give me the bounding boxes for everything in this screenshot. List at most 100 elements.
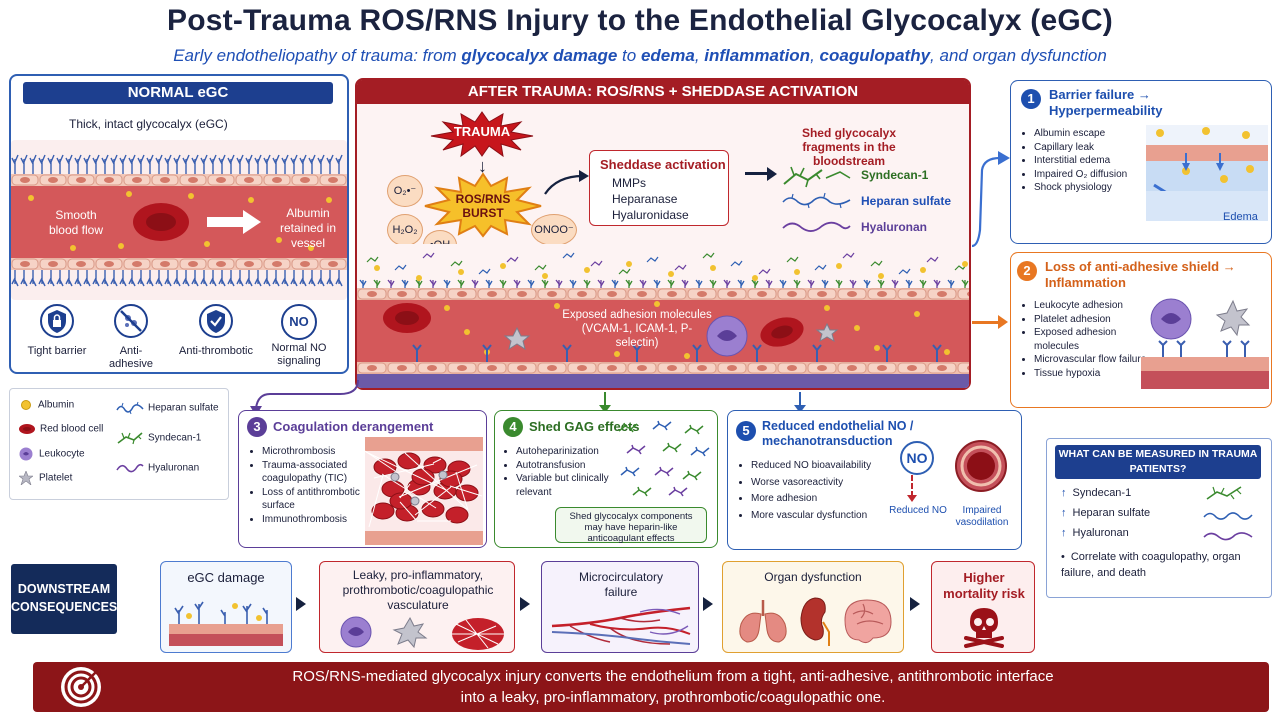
- normal-feature-3: NO Normal NO signaling: [261, 304, 337, 368]
- no-list: Reduced NO bioavailabilityWorse vasoreac…: [740, 459, 901, 522]
- step-arrow-4: [910, 597, 920, 611]
- no-down-arrowhead: [907, 495, 917, 502]
- sheddase-to-fragments-arrow: [745, 172, 769, 175]
- shield-check-icon: [199, 304, 233, 338]
- barrier-failure-panel: 1 Barrier failure → Hyperpermeability Al…: [1010, 80, 1272, 244]
- legend-item-hyaluronan: Hyaluronan: [116, 461, 199, 475]
- connector-to-no-head: [794, 405, 806, 413]
- leukocyte-icon: [19, 447, 33, 461]
- sheddase-list: MMPs Heparanase Hyaluronidase: [612, 176, 689, 222]
- connector-to-gag-head: [599, 405, 611, 413]
- species-superoxide: O₂•⁻: [387, 175, 423, 207]
- barrier-number: 1: [1021, 89, 1041, 109]
- clot-illustration: [365, 437, 483, 545]
- shed-syndecan: Syndecan-1: [861, 168, 929, 182]
- no-symbol-circle: NO: [900, 441, 934, 475]
- connector-to-shield-head: [998, 315, 1008, 329]
- skull-icon: [964, 608, 1004, 648]
- sheddase-arrowhead: [767, 167, 777, 181]
- gag-title: Shed GAG effects: [529, 419, 640, 434]
- shield-list: Leukocyte adhesionPlatelet adhesionExpos…: [1023, 299, 1164, 380]
- gag-fragments-illustration: [618, 420, 710, 497]
- burst-to-sheddase-arrow: [544, 170, 589, 195]
- barrier-title: Barrier failure → Hyperpermeability: [1049, 87, 1163, 118]
- step-mortality: Higher mortality risk: [931, 561, 1035, 653]
- anti-adhesive-panel: 2 Loss of anti-adhesive shield → Inflamm…: [1010, 252, 1272, 408]
- coag-list: MicrothrombosisTrauma-associated coagulo…: [251, 445, 374, 526]
- step-arrow-2: [520, 597, 530, 611]
- measured-syndecan-icon: [1206, 486, 1242, 500]
- step-egc-damage: eGC damage: [160, 561, 292, 653]
- connector-to-barrier: [971, 151, 1010, 248]
- shed-gag-panel: 4 Shed GAG effects AutoheparinizationAut…: [494, 410, 718, 548]
- impaired-vasodilation-label: Impaired vasodilation: [955, 505, 1009, 528]
- connector-to-no: [799, 392, 801, 408]
- gag-note: Shed glycocalyx components may have hepa…: [555, 507, 707, 544]
- measured-item-hyaluronan: ↑Hyaluronan: [1061, 527, 1129, 539]
- sheddase-box: Sheddase activation MMPs Heparanase Hyal…: [589, 150, 729, 226]
- legend-item-rbc: Red blood cell: [18, 423, 103, 435]
- albumin-retained-label: Albumin retained in vessel: [279, 206, 337, 250]
- measured-header: WHAT CAN BE MEASURED IN TRAUMA PATIENTS?: [1055, 445, 1261, 479]
- measured-item-syndecan: ↑Syndecan-1: [1061, 487, 1132, 499]
- normal-feature-1: Anti-adhesive: [99, 304, 163, 371]
- after-trauma-panel: AFTER TRAUMA: ROS/RNS + SHEDDASE ACTIVAT…: [355, 78, 971, 390]
- ros-burst-label: ROS/RNS BURST: [455, 192, 511, 220]
- coag-number: 3: [247, 417, 267, 437]
- step-microcirculatory: Microcirculatory failure: [541, 561, 699, 653]
- microcirculation-icon: [551, 606, 691, 645]
- species-h2o2: H₂O₂: [387, 214, 423, 246]
- shed-hyaluronan: Hyaluronan: [861, 220, 928, 234]
- connector-to-gag: [604, 392, 606, 408]
- organs-icon: [739, 597, 892, 646]
- normal-caption: Thick, intact glycocalyx (eGC): [69, 117, 228, 131]
- hyaluronan-icon: [116, 463, 144, 473]
- vessel-cross-section-icon: [955, 440, 1007, 492]
- connector-to-shield: [972, 321, 1000, 324]
- no-circle-icon: NO: [281, 304, 317, 340]
- normal-egc-panel: NORMAL eGC Thick, intact glycocalyx (eGC…: [9, 74, 349, 374]
- sheddase-title: Sheddase activation: [600, 157, 726, 172]
- damaged-vessel-illustration: Exposed adhesion molecules (VCAM-1, ICAM…: [357, 244, 969, 388]
- smooth-flow-label: Smooth blood flow: [48, 208, 104, 237]
- adhesion-illustration: [1141, 298, 1269, 389]
- coagulation-panel: 3 Coagulation derangement Microthrombosi…: [238, 410, 487, 548]
- edema-illustration: [1146, 125, 1268, 221]
- syndecan-icon: [117, 432, 143, 445]
- egc-damage-icon: [169, 601, 283, 646]
- normal-feature-2: Anti-thrombotic: [179, 304, 253, 358]
- page-title: Post-Trauma ROS/RNS Injury to the Endoth…: [167, 4, 1113, 37]
- trauma-burst-icon: [430, 111, 534, 158]
- reduced-no-label: Reduced NO: [889, 505, 947, 516]
- edema-label: Edema: [1223, 211, 1258, 223]
- legend-panel: Albumin Red blood cell Leukocyte Platele…: [9, 388, 229, 500]
- legend-item-albumin: Albumin: [20, 399, 74, 411]
- measured-item-heparan: ↑Heparan sulfate: [1061, 507, 1151, 519]
- legend-item-leukocyte: Leukocyte: [19, 447, 85, 461]
- trauma-header: AFTER TRAUMA: ROS/RNS + SHEDDASE ACTIVAT…: [357, 80, 969, 104]
- step-organ-dysfunction: Organ dysfunction: [722, 561, 904, 653]
- gag-number: 4: [503, 417, 523, 437]
- reduced-no-panel: 5 Reduced endothelial NO / mechanotransd…: [727, 410, 1022, 550]
- measured-hyaluronan-icon: [1203, 532, 1253, 541]
- step-leaky-vasculature: Leaky, pro-inflammatory, prothrombotic/c…: [319, 561, 515, 653]
- legend-item-syndecan: Syndecan-1: [116, 431, 201, 445]
- legend-item-platelet: Platelet: [18, 470, 72, 486]
- downstream-label: DOWNSTREAM CONSEQUENCES: [11, 564, 117, 634]
- exposed-adhesion-label: Exposed adhesion molecules (VCAM-1, ICAM…: [562, 309, 712, 349]
- target-icon: [61, 667, 101, 707]
- gag-list: AutoheparinizationAutotransfusionVariabl…: [505, 445, 634, 499]
- legend-item-heparan: Heparan sulfate: [116, 401, 219, 415]
- shield-lock-icon: [40, 304, 74, 338]
- albumin-icon: [21, 400, 31, 410]
- trauma-down-arrow: ↓: [478, 156, 487, 176]
- hyaluronan-fragment-icon: [782, 221, 851, 232]
- leaky-vasculature-icon: [340, 616, 504, 650]
- shed-fragments-title: Shed glycocalyx fragments in the bloodst…: [801, 126, 897, 168]
- conclusion-line-1: ROS/RNS-mediated glycocalyx injury conve…: [292, 668, 1054, 685]
- shield-title: Loss of anti-adhesive shield → Inflammat…: [1045, 259, 1236, 290]
- page-subtitle: Early endotheliopathy of trauma: from gl…: [173, 46, 1107, 65]
- no-adhesion-icon: [114, 304, 148, 338]
- normal-vessel-illustration: Smooth blood flow Albumin retained in ve…: [11, 140, 347, 300]
- conclusion-line-2: into a leaky, pro-inflammatory, prothrom…: [460, 689, 886, 706]
